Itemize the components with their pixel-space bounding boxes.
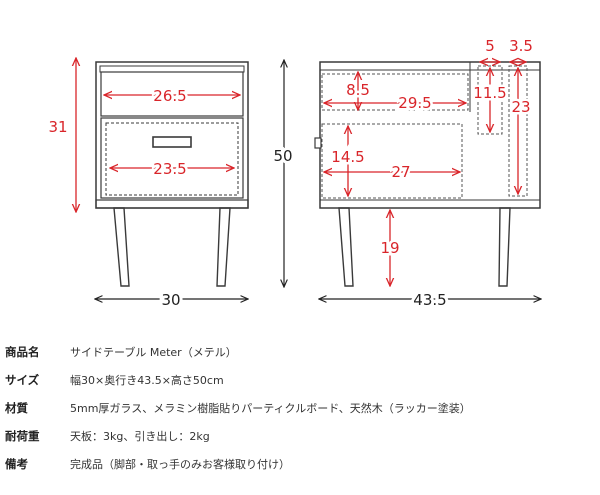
dim-glass-3-5: 3.5: [509, 37, 533, 55]
spec-row-notes: 備考 完成品（脚部・取っ手のみお客様取り付け）: [0, 452, 600, 476]
spec-label: 備考: [5, 457, 28, 471]
spec-row-size: サイズ 幅30×奥行き43.5×高さ50cm: [0, 368, 600, 392]
side-view: 8.5 29.5 14.5 27 19 5 3.5 11.5 23 43.5: [314, 37, 541, 312]
spec-value: 完成品（脚部・取っ手のみお客様取り付け）: [70, 458, 290, 471]
dim-glass-11-5: 11.5: [473, 84, 506, 102]
side-drawer-handle: [314, 137, 322, 149]
spec-value: 天板：3kg、引き出し：2kg: [70, 430, 210, 443]
front-top-shelf: [100, 71, 244, 117]
front-top-frame: [99, 65, 245, 73]
side-cabinet-body: [319, 61, 541, 209]
dim-top-inner-width: 26.5: [153, 87, 186, 105]
dim-glass-23: 23: [511, 98, 530, 116]
dim-glass-5: 5: [485, 37, 495, 55]
spec-label: サイズ: [5, 373, 40, 387]
dim-front-height: 31: [48, 118, 67, 136]
dim-shelf-height: 8.5: [346, 81, 370, 99]
spec-label: 商品名: [5, 345, 40, 359]
spec-row-product-name: 商品名 サイドテーブル Meter（メテル）: [0, 340, 600, 364]
front-cabinet-body: [95, 61, 249, 209]
spec-label: 材質: [5, 401, 28, 415]
side-leg-right: [498, 207, 511, 287]
front-drawer-inner: [105, 122, 239, 196]
side-shelf-dashed: [321, 73, 469, 111]
drawer-handle: [152, 136, 192, 148]
dim-depth: 43.5: [413, 291, 446, 309]
side-glass-slot-tall: [508, 65, 528, 197]
spec-value: 5mm厚ガラス、メラミン樹脂貼りパーティクルボード、天然木（ラッカー塗装）: [70, 402, 471, 415]
furniture-dimension-drawing: 31 26.5 23.5 30 50 8.5 29.5 14.5: [48, 37, 600, 312]
dim-total-height: 50: [273, 147, 292, 165]
spec-value: 幅30×奥行き43.5×高さ50cm: [70, 374, 224, 387]
dim-shelf-depth: 29.5: [398, 94, 431, 112]
front-view: 31 26.5 23.5 30: [48, 58, 249, 312]
dim-leg-height: 19: [380, 239, 399, 257]
front-leg-right: [216, 207, 231, 287]
dim-drawer-depth: 27: [391, 163, 410, 181]
dim-drawer-width: 23.5: [153, 160, 186, 178]
side-leg-left: [338, 207, 354, 287]
spec-value: サイドテーブル Meter（メテル）: [70, 346, 237, 359]
front-bottom-board: [95, 199, 249, 209]
spec-row-load-capacity: 耐荷重 天板：3kg、引き出し：2kg: [0, 424, 600, 448]
dim-drawer-height: 14.5: [331, 148, 364, 166]
dim-front-width: 30: [161, 291, 180, 309]
front-leg-left: [113, 207, 130, 287]
front-drawer: [100, 117, 244, 199]
side-drawer-dashed: [321, 123, 463, 199]
spec-row-material: 材質 5mm厚ガラス、メラミン樹脂貼りパーティクルボード、天然木（ラッカー塗装）: [0, 396, 600, 420]
spec-label: 耐荷重: [5, 429, 40, 443]
